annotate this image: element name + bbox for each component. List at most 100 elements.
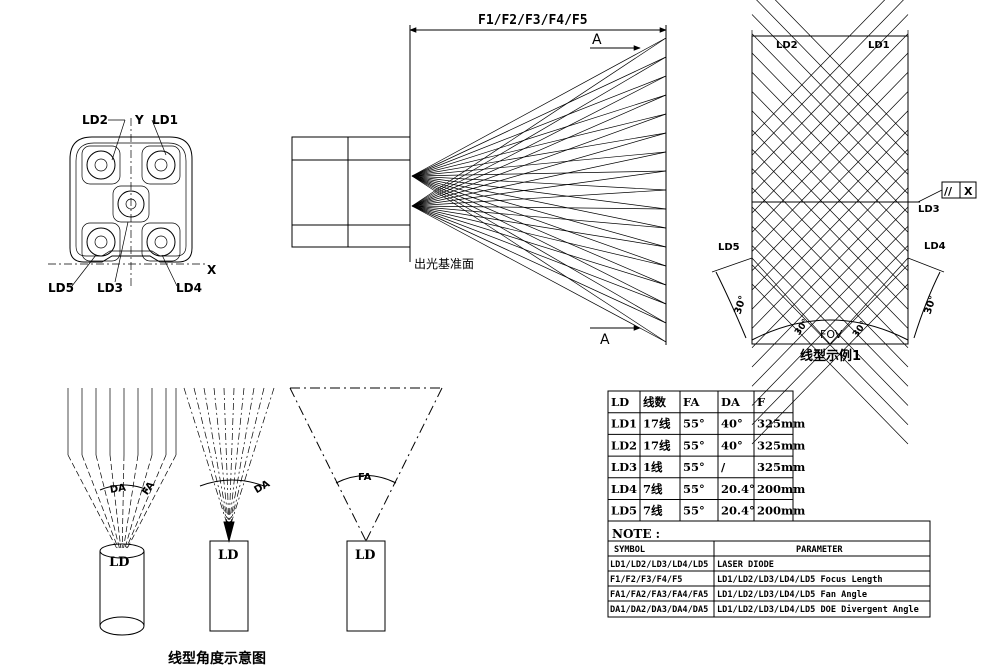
ld4-lens bbox=[141, 222, 181, 262]
ld2-line-label: LD2 bbox=[776, 40, 798, 51]
spec-cell: LD1 bbox=[611, 417, 637, 431]
housing-outline bbox=[69, 136, 193, 263]
side-beam-rays bbox=[411, 37, 667, 343]
note-symbol-cell: DA1/DA2/DA3/DA4/DA5 bbox=[610, 605, 708, 615]
x-axis-label: X bbox=[207, 263, 217, 277]
fan-ray bbox=[183, 387, 230, 531]
converging-ray bbox=[81, 454, 119, 549]
angle-sketch-cylinder: DA FA LD bbox=[67, 388, 177, 636]
angle-arc-left bbox=[715, 271, 747, 339]
angle-label-left: 30° bbox=[733, 294, 749, 315]
fan-ray bbox=[228, 387, 255, 531]
spec-cell: 325mm bbox=[757, 417, 805, 431]
fov-arc bbox=[751, 319, 909, 341]
spec-cell: 20.4° bbox=[721, 482, 755, 496]
ld1-label: LD1 bbox=[152, 113, 178, 127]
converging-ray bbox=[124, 454, 153, 549]
angle-arc-right bbox=[913, 271, 941, 339]
beam-ray bbox=[411, 94, 667, 177]
line-example: LD2 LD1 LD3 LD5 LD4 // X 30° 30° 30° 30°… bbox=[711, 0, 977, 445]
fan-ray bbox=[193, 387, 230, 531]
spec-cell: 1线 bbox=[643, 460, 663, 474]
ld1-pattern-line bbox=[751, 0, 904, 156]
da-label-2: DA bbox=[253, 478, 273, 496]
angle-sketch-fan: DA LD bbox=[183, 387, 275, 632]
ld4-line-label: LD4 bbox=[924, 241, 946, 252]
section-label-bottom: A bbox=[600, 332, 610, 348]
side-view: F1/F2/F3/F4/F5 A A 出光基准面 bbox=[291, 13, 667, 348]
spec-header-cell: DA bbox=[721, 395, 741, 409]
fa-label-1: FA bbox=[140, 480, 157, 498]
spec-cell: 20.4° bbox=[721, 504, 755, 518]
ld1-lens bbox=[141, 145, 181, 185]
fan-left-edge bbox=[289, 387, 367, 542]
ld1-pattern-line bbox=[751, 168, 909, 329]
note-parameter-cell: LASER DIODE bbox=[717, 560, 774, 570]
fan-ray bbox=[223, 387, 230, 531]
spec-cell: 40° bbox=[721, 417, 743, 431]
ld1-pattern-line bbox=[751, 91, 909, 252]
module-body bbox=[291, 136, 411, 248]
beam-ray bbox=[411, 205, 667, 267]
fa-arc-3 bbox=[335, 475, 397, 484]
ld1-pattern-line bbox=[751, 129, 909, 291]
note-symbol-cell: LD1/LD2/LD3/LD4/LD5 bbox=[610, 560, 708, 570]
fov-label: FOV bbox=[820, 328, 843, 341]
ld1-pattern-line bbox=[751, 110, 909, 271]
note-header-parameter: PARAMETER bbox=[796, 545, 843, 555]
spec-cell: 325mm bbox=[757, 460, 805, 474]
note-parameter-cell: LD1/LD2/LD3/LD4/LD5 Focus Length bbox=[717, 575, 883, 585]
tolerance-leader bbox=[917, 189, 943, 203]
ld5-leader bbox=[71, 254, 97, 287]
ld1-pattern-line bbox=[751, 149, 909, 310]
ld1-pattern-line bbox=[751, 283, 909, 445]
angle-label-bottom-right: 30° bbox=[851, 320, 869, 340]
spec-cell: LD2 bbox=[611, 438, 637, 452]
spec-cell: LD5 bbox=[611, 504, 637, 518]
beam-ray bbox=[411, 170, 667, 207]
spec-cell: 7线 bbox=[643, 482, 663, 496]
y-axis-label: Y bbox=[134, 113, 144, 127]
angle-diagram: DA FA LD DA LD FA LD 线型角度示意图 bbox=[67, 387, 443, 667]
angle-sketch-triangle: FA LD bbox=[289, 387, 443, 632]
ld5-line bbox=[751, 257, 831, 345]
ld1-pattern-line bbox=[751, 187, 909, 348]
reference-plane-label: 出光基准面 bbox=[414, 257, 474, 271]
beam-ray bbox=[411, 175, 667, 191]
note-parameter-cell: LD1/LD2/LD3/LD4/LD5 Fan Angle bbox=[717, 590, 867, 600]
converging-ray bbox=[67, 454, 117, 549]
note-parameter-cell: LD1/LD2/LD3/LD4/LD5 DOE Divergent Angle bbox=[717, 604, 919, 615]
beam-ray bbox=[411, 205, 667, 248]
spec-cell: 7线 bbox=[643, 504, 663, 518]
ld2-label: LD2 bbox=[82, 113, 108, 127]
ld4-line bbox=[829, 257, 909, 345]
beam-ray bbox=[411, 170, 667, 177]
front-view: Y X LD2 LD1 bbox=[48, 113, 217, 295]
spec-header-cell: FA bbox=[683, 395, 700, 409]
cylinder-bottom bbox=[99, 616, 145, 636]
tolerance-datum-box bbox=[959, 181, 977, 199]
spec-cell: 17线 bbox=[643, 417, 671, 431]
ld2-pattern-line bbox=[756, 0, 909, 156]
beam-ray bbox=[411, 205, 667, 324]
angle-diagram-caption: 线型角度示意图 bbox=[168, 650, 266, 667]
spec-cell: 40° bbox=[721, 438, 743, 452]
note-table: NOTE : SYMBOL PARAMETER LD1/LD2/LD3/LD4/LD5… bbox=[607, 520, 931, 618]
ld1-pattern-line bbox=[751, 226, 909, 387]
ld-label-1: LD bbox=[109, 555, 129, 570]
beam-ray bbox=[411, 205, 667, 286]
angle-leader-right bbox=[907, 257, 945, 273]
converging-ray bbox=[121, 454, 125, 549]
spec-cell: 17线 bbox=[643, 438, 671, 452]
ld1-pattern-line bbox=[751, 0, 886, 137]
ld-label-2: LD bbox=[218, 548, 238, 563]
beam-ray bbox=[411, 75, 667, 207]
tolerance-datum: X bbox=[964, 185, 973, 198]
spec-cell: 325mm bbox=[757, 438, 805, 452]
da-arc-2 bbox=[199, 479, 265, 487]
note-symbol-cell: FA1/FA2/FA3/FA4/FA5 bbox=[610, 590, 708, 600]
fan-ray bbox=[228, 387, 265, 531]
note-title: NOTE : bbox=[612, 527, 660, 541]
note-header-symbol: SYMBOL bbox=[614, 545, 645, 555]
spec-cell: 55° bbox=[683, 482, 705, 496]
